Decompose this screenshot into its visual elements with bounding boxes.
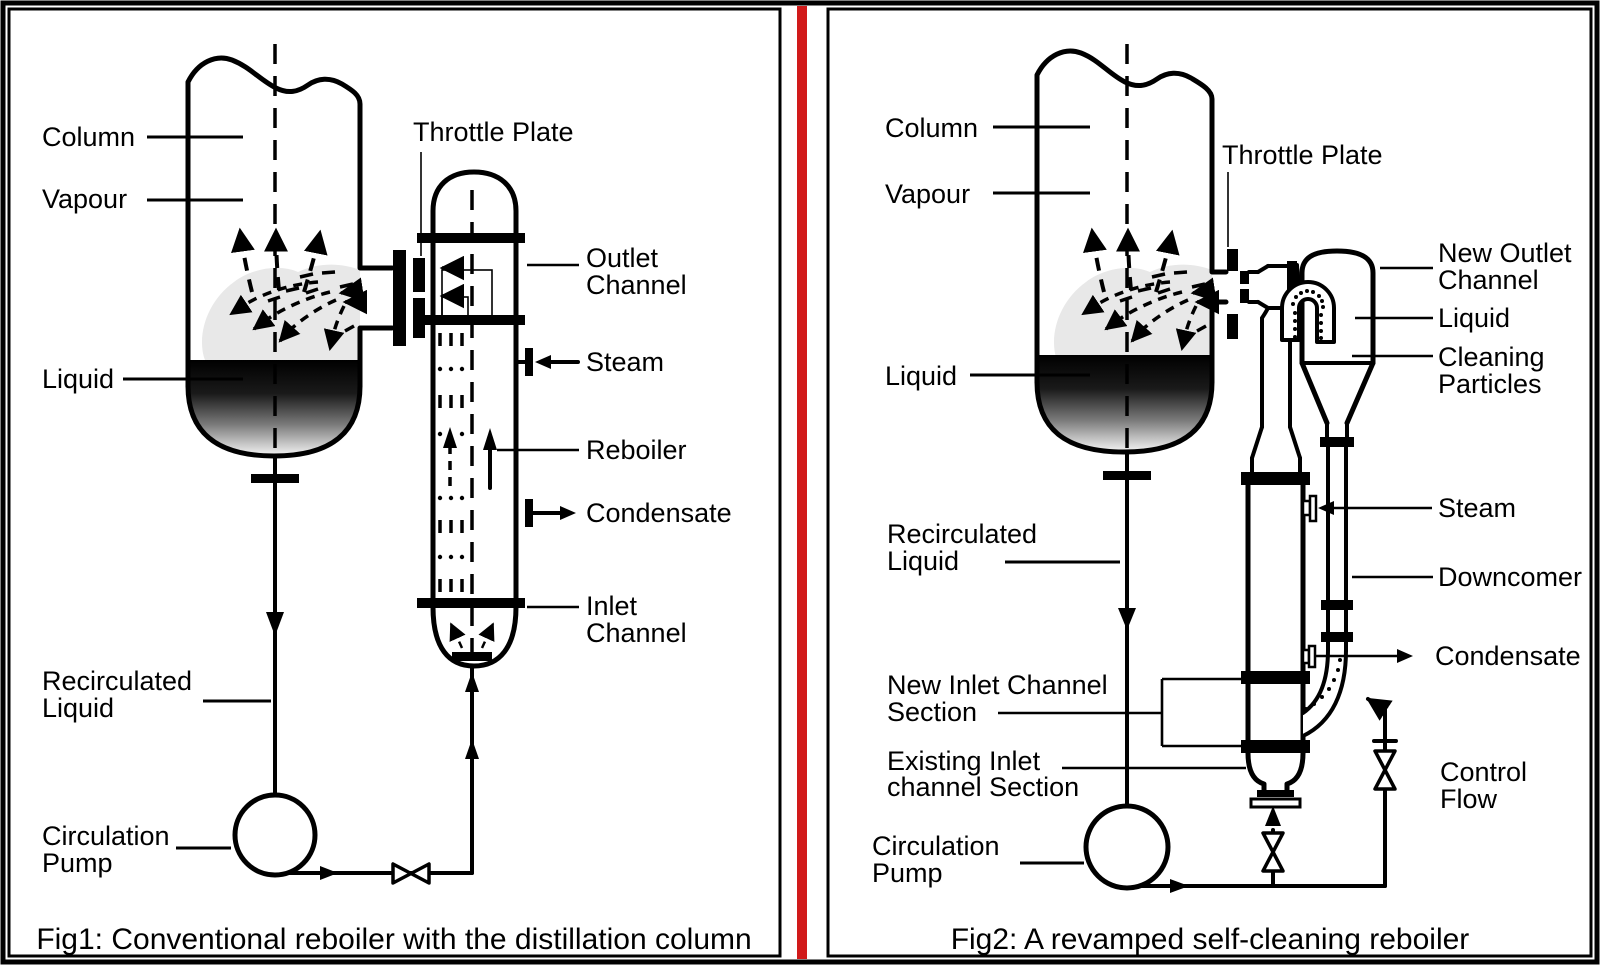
fig1-discharge-valve [391, 862, 413, 885]
fig2-liquid-holdup [1037, 355, 1212, 452]
fig2-leader-lines [970, 125, 1433, 865]
fig2-label-new-inlet-1: New Inlet Channel [887, 670, 1108, 700]
fig2-new-outlet-channel-vessel [1299, 248, 1376, 447]
fig2-label-throttle-plate: Throttle Plate [1222, 140, 1383, 170]
fig1-label-recirculated-2: Liquid [42, 693, 114, 723]
fig2-label-pump-1: Circulation [872, 831, 1000, 861]
fig2-label-existing-inlet-1: Existing Inlet [887, 746, 1041, 776]
fig2-label-new-inlet-2: Section [887, 697, 977, 727]
fig2-labels: Column Vapour Liquid Recirculated Liquid… [872, 113, 1582, 956]
fig2-label-steam: Steam [1438, 493, 1516, 523]
fig1-label-pump-1: Circulation [42, 821, 170, 851]
fig2-label-control-1: Control [1440, 757, 1527, 787]
fig1-caption: Fig1: Conventional reboiler with the dis… [36, 923, 751, 956]
fig1-label-vapour: Vapour [42, 184, 127, 214]
fig2-label-vapour: Vapour [885, 179, 970, 209]
fig2-label-column: Column [885, 113, 978, 143]
fig1-diagram: Column Vapour Liquid Recirculated Liquid… [36, 44, 752, 956]
fig1-circulation-pump [232, 664, 479, 885]
fig2-label-new-outlet-1: New Outlet [1438, 238, 1572, 268]
fig1-label-condensate: Condensate [586, 498, 732, 528]
fig2-label-control-2: Flow [1440, 784, 1498, 814]
fig1-label-column: Column [42, 122, 135, 152]
fig2-vapour-arrows [1083, 227, 1180, 293]
fig1-label-liquid: Liquid [42, 364, 114, 394]
fig2-steam-nozzle [1301, 494, 1432, 523]
fig2-cleaning-particles-dots-bottom [1304, 658, 1342, 711]
fig1-label-steam: Steam [586, 347, 664, 377]
fig2-inlet-valve-top [1261, 831, 1285, 854]
fig2-spray-arrows [1081, 270, 1220, 352]
fig1-reboiler-internals [437, 255, 497, 649]
fig2-condensate-nozzle [1301, 644, 1413, 669]
fig2-label-cleaning-2: Particles [1438, 369, 1542, 399]
fig2-circulation-pump [1083, 803, 1387, 893]
fig2-diagram: Column Vapour Liquid Recirculated Liquid… [872, 44, 1582, 956]
fig2-inlet-valve-bottom [1261, 850, 1285, 873]
fig2-control-valve-top [1373, 749, 1397, 772]
fig1-vapour-arrows [231, 227, 328, 293]
fig1-steam-nozzle [514, 348, 580, 376]
fig2-control-valve-bottom [1373, 768, 1397, 791]
fig1-discharge-valve-b [409, 862, 431, 885]
fig2-label-recirculated-2: Liquid [887, 546, 959, 576]
fig2-label-recirculated-1: Recirculated [887, 519, 1037, 549]
fig2-label-cleaning-1: Cleaning [1438, 342, 1545, 372]
fig2-caption: Fig2: A revamped self-cleaning reboiler [951, 923, 1470, 956]
fig1-label-throttle-plate: Throttle Plate [413, 117, 574, 147]
fig2-label-downcomer: Downcomer [1438, 562, 1582, 592]
fig2-downcomer [1301, 445, 1353, 738]
fig1-reboiler-vessel [417, 169, 525, 700]
fig1-label-outlet-1: Outlet [586, 243, 659, 273]
fig1-panel-border [7, 7, 782, 958]
fig1-label-reboiler: Reboiler [586, 435, 687, 465]
fig1-leader-lines [123, 135, 579, 850]
fig2-label-outlet-liquid: Liquid [1438, 303, 1510, 333]
fig1-label-recirculated-1: Recirculated [42, 666, 192, 696]
fig2-label-liquid: Liquid [885, 361, 957, 391]
fig2-reboiler-vessel [1241, 425, 1310, 809]
fig2-label-existing-inlet-2: channel Section [887, 772, 1079, 802]
fig2-label-pump-2: Pump [872, 858, 943, 888]
fig2-particle-u-bend [1280, 280, 1336, 344]
red-divider [797, 6, 807, 959]
fig1-condensate-nozzle [525, 499, 576, 527]
fig2-cleaning-particles-dots-top [1291, 289, 1325, 340]
fig1-label-pump-2: Pump [42, 848, 113, 878]
fig2-label-condensate: Condensate [1435, 641, 1581, 671]
fig2-label-new-outlet-2: Channel [1438, 265, 1539, 295]
fig1-spray-arrows [229, 270, 368, 352]
fig1-label-inlet-1: Inlet [586, 591, 638, 621]
fig2-control-flow-branch [1365, 697, 1398, 888]
fig1-labels: Column Vapour Liquid Recirculated Liquid… [36, 117, 751, 956]
fig1-label-outlet-2: Channel [586, 270, 687, 300]
fig1-label-inlet-2: Channel [586, 618, 687, 648]
